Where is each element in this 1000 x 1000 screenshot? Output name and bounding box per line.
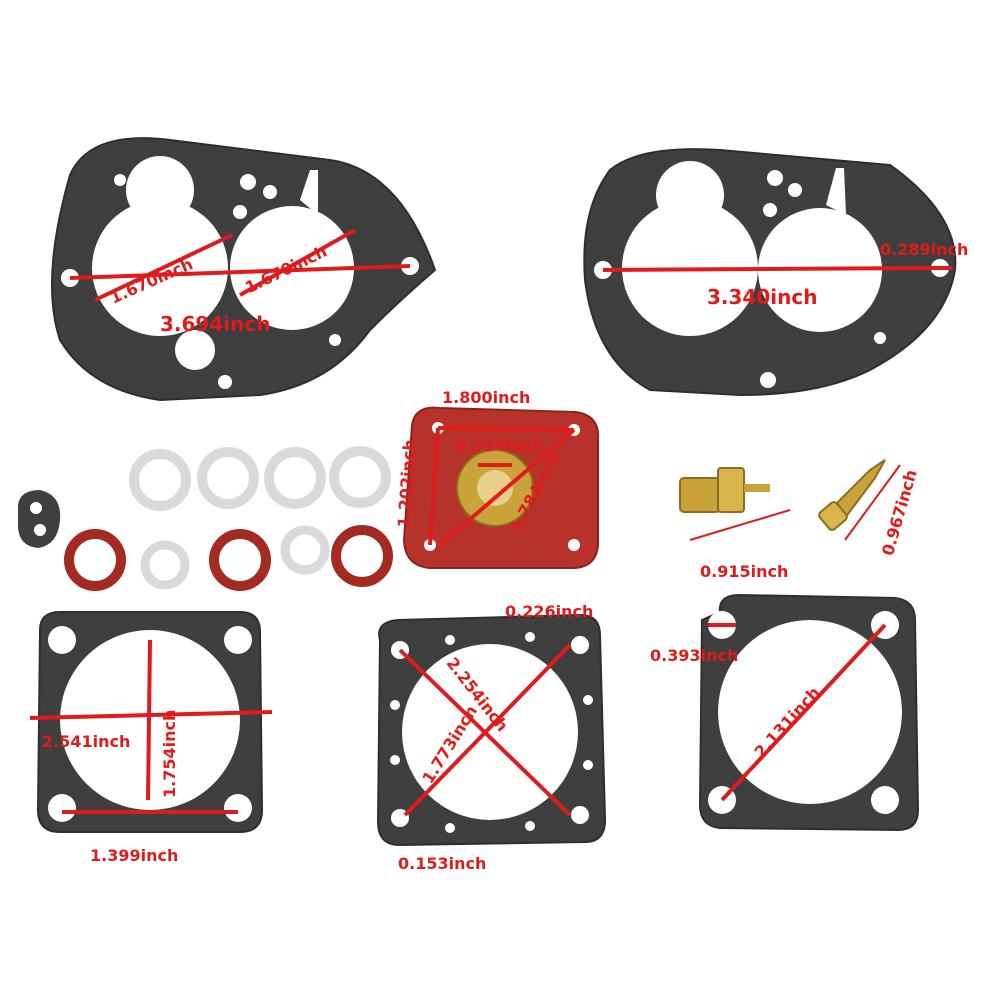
measure-line-g1-span	[69, 264, 411, 280]
fuel-pump-diaphragm	[402, 406, 600, 569]
brass-needle-screw	[818, 459, 886, 531]
measure-line-g2-span	[602, 266, 941, 272]
square-gasket-center	[376, 613, 607, 847]
measure-line-g5-diag	[720, 623, 887, 802]
label-g2-hole: 0.289inch	[880, 240, 969, 259]
measure-line-fitting	[689, 509, 791, 541]
carburetor-gasket-left	[51, 137, 437, 402]
measure-line-g1-a	[94, 233, 233, 302]
label-fitting: 0.915inch	[700, 562, 789, 581]
label-g5-hole: 0.393inch	[650, 646, 739, 665]
label-g3-holes: 1.399inch	[90, 846, 179, 865]
label-g1-span: 3.694inch	[160, 312, 271, 336]
label-dia-center: 0.314inch	[455, 436, 544, 455]
label-g3-height: 1.754inch	[160, 709, 179, 798]
label-g4-hole-tiny: 0.153inch	[398, 854, 487, 873]
measurement-lines	[29, 228, 952, 817]
square-gasket-right	[698, 593, 920, 832]
measure-line-dia-height	[428, 427, 440, 546]
label-dia-width: 1.800inch	[442, 388, 531, 407]
measure-line-g3-height	[146, 639, 152, 801]
measure-line-dia-diag	[438, 428, 576, 547]
label-g3-width: 2.541inch	[42, 732, 131, 751]
carburetor-gasket-right	[583, 148, 957, 397]
measure-line-dia-width	[437, 426, 575, 432]
measure-line-needle	[844, 464, 901, 541]
brass-fitting	[679, 467, 770, 513]
label-g2-span: 3.340inch	[707, 285, 818, 309]
label-g4-hole-small: 0.226inch	[505, 602, 594, 621]
measure-line-g4-b	[403, 643, 572, 817]
washer-set	[18, 446, 393, 591]
measure-line-g1-b	[239, 228, 356, 297]
